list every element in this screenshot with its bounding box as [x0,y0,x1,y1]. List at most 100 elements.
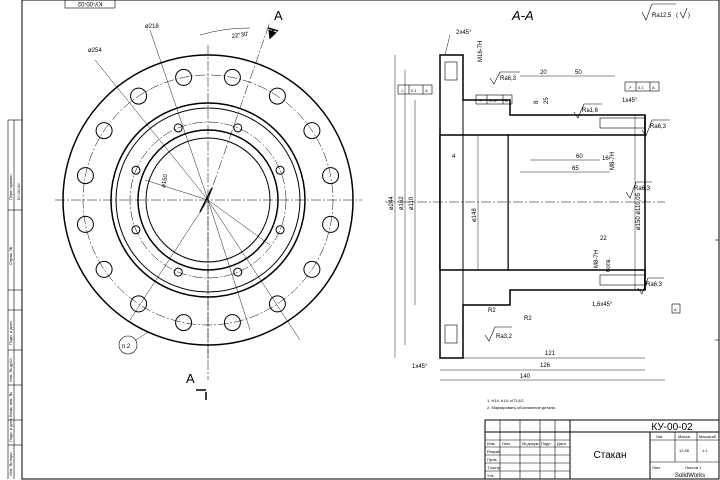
svg-text:Разраб.: Разраб. [487,449,501,454]
tolerance-right: ↗ 0,1 A [624,81,660,92]
svg-text:ø254: ø254 [88,48,102,54]
svg-text:ø218: ø218 [145,24,159,30]
svg-text:ø244: ø244 [389,196,395,210]
bolt-hole [130,295,148,313]
svg-text:Утв.: Утв. [487,473,495,478]
svg-text:121: 121 [545,351,556,357]
bolt-hole [76,167,94,185]
sheet-border [21,0,720,480]
general-roughness-symbol: Ra12,5 ( ) [641,3,690,21]
front-view: ø218 ø254 ø150 22°30' А А п.2 [55,8,362,400]
svg-text:Подп. и дата: Подп. и дата [8,418,13,442]
svg-text:4: 4 [452,154,456,160]
svg-text:Ra6,3: Ra6,3 [634,186,651,192]
svg-text:22: 22 [600,236,607,242]
svg-text:Пров.: Пров. [487,457,498,462]
svg-text:↗: ↗ [628,85,631,90]
svg-text:1. H14; h14; ±IT14/2.: 1. H14; h14; ±IT14/2. [487,398,525,403]
datum-a: A [671,303,681,314]
svg-text:1:1: 1:1 [702,448,708,453]
bolt-hole [322,167,340,185]
svg-text:Листов 1: Листов 1 [685,465,702,470]
svg-text:20: 20 [540,70,547,76]
bolt-hole [268,87,286,105]
svg-text:126: 126 [540,363,551,369]
left-strip: Перв. примен. КУ-00-00 Справ. № Подп. и … [7,0,23,479]
svg-text:А-А: А-А [511,8,534,23]
svg-text:КУ-00-00: КУ-00-00 [16,183,21,200]
svg-text:A: A [652,85,655,90]
title-block: Изм. Разраб. Пров. Т.контр. Утв. Лист № … [484,419,720,480]
svg-text:Дата: Дата [557,441,567,446]
bolt-hole [268,295,286,313]
svg-text:A: A [674,307,677,312]
svg-text:Лист: Лист [502,441,511,446]
svg-text:Взам. инв. №: Взам. инв. № [8,392,13,417]
svg-text:ø110: ø110 [409,196,415,210]
tolerance-perp: ⊥ 0,1 A [397,84,433,95]
bolt-hole [303,260,321,278]
svg-text:0,1: 0,1 [638,85,644,90]
svg-text:Изм.: Изм. [487,441,496,446]
svg-text:Ra3,2: Ra3,2 [496,334,513,340]
svg-text:): ) [688,13,690,19]
title-name: Стакан [594,450,627,461]
svg-text:60: 60 [576,154,583,160]
small-threaded-holes [131,123,285,277]
roughness-ra-b: Ra1,6 [573,103,602,119]
svg-text:M16-7H: M16-7H [478,41,484,62]
svg-text:Подп.: Подп. [541,441,552,446]
svg-text:16: 16 [602,156,609,162]
svg-text:Лит.: Лит. [656,434,663,439]
threaded-hole [233,123,243,133]
tolerance-runout: ↗ 0,02 A [475,94,513,105]
svg-text:R2: R2 [524,316,532,322]
section-cut-marker-bottom: А [186,371,207,400]
svg-text:1x45°: 1x45° [622,98,638,104]
svg-text:Перв. примен.: Перв. примен. [8,173,13,200]
svg-text:0,1: 0,1 [411,88,417,93]
holes-note-callout: п.2 [118,331,149,355]
svg-text:1x45°: 1x45° [412,364,428,370]
svg-text:Ra6,3: Ra6,3 [650,124,667,130]
svg-text:A: A [425,88,428,93]
svg-text:⊥: ⊥ [401,88,405,93]
bolt-hole [175,314,193,332]
threaded-hole [275,225,285,235]
svg-text:M8-7H: M8-7H [610,152,616,170]
svg-text:SolidWorks: SolidWorks [675,473,705,479]
svg-text:A: A [505,98,508,103]
svg-text:8: 8 [534,100,540,104]
section-view: А-А Ra12,5 ( ) ø244 ø162 [385,3,690,381]
threaded-hole [173,123,183,133]
technical-notes: 1. H14; h14; ±IT14/2. 2. Маркировать обо… [487,398,556,410]
bolt-hole [223,314,241,332]
threaded-hole [173,267,183,277]
svg-text:А: А [274,8,283,23]
svg-text:А: А [186,371,195,386]
svg-text:(: ( [676,13,678,19]
bolt-hole [303,122,321,140]
svg-text:Лист: Лист [652,465,661,470]
svg-text:Ra12,5: Ra12,5 [652,13,672,19]
svg-text:1,6x45°: 1,6x45° [592,302,613,308]
svg-text:0,02: 0,02 [489,98,498,103]
bolt-hole [322,215,340,233]
bolt-hole [95,260,113,278]
bolt-hole [95,122,113,140]
svg-text:Масштаб: Масштаб [699,434,717,439]
title-code: КУ-00-02 [651,422,693,433]
svg-text:2x45°: 2x45° [456,30,472,36]
roughness-ra-c: Ra6,3 [641,119,670,137]
svg-text:50: 50 [575,70,582,76]
roughness-ra-d: Ra6,3 [625,181,652,199]
section-cut-marker-top: А [267,8,283,40]
svg-text:12,95: 12,95 [679,448,690,453]
svg-text:ø148: ø148 [472,208,478,222]
roughness-ra-a: Ra6,3 [489,71,520,85]
svg-text:25: 25 [544,97,550,104]
svg-text:ø150 ø110,05: ø150 ø110,05 [636,192,642,230]
svg-text:2. Маркировать обозначение д: 2. Маркировать обозначение детали. [487,405,556,410]
roughness-ra-e: Ra6,3 [637,277,664,295]
